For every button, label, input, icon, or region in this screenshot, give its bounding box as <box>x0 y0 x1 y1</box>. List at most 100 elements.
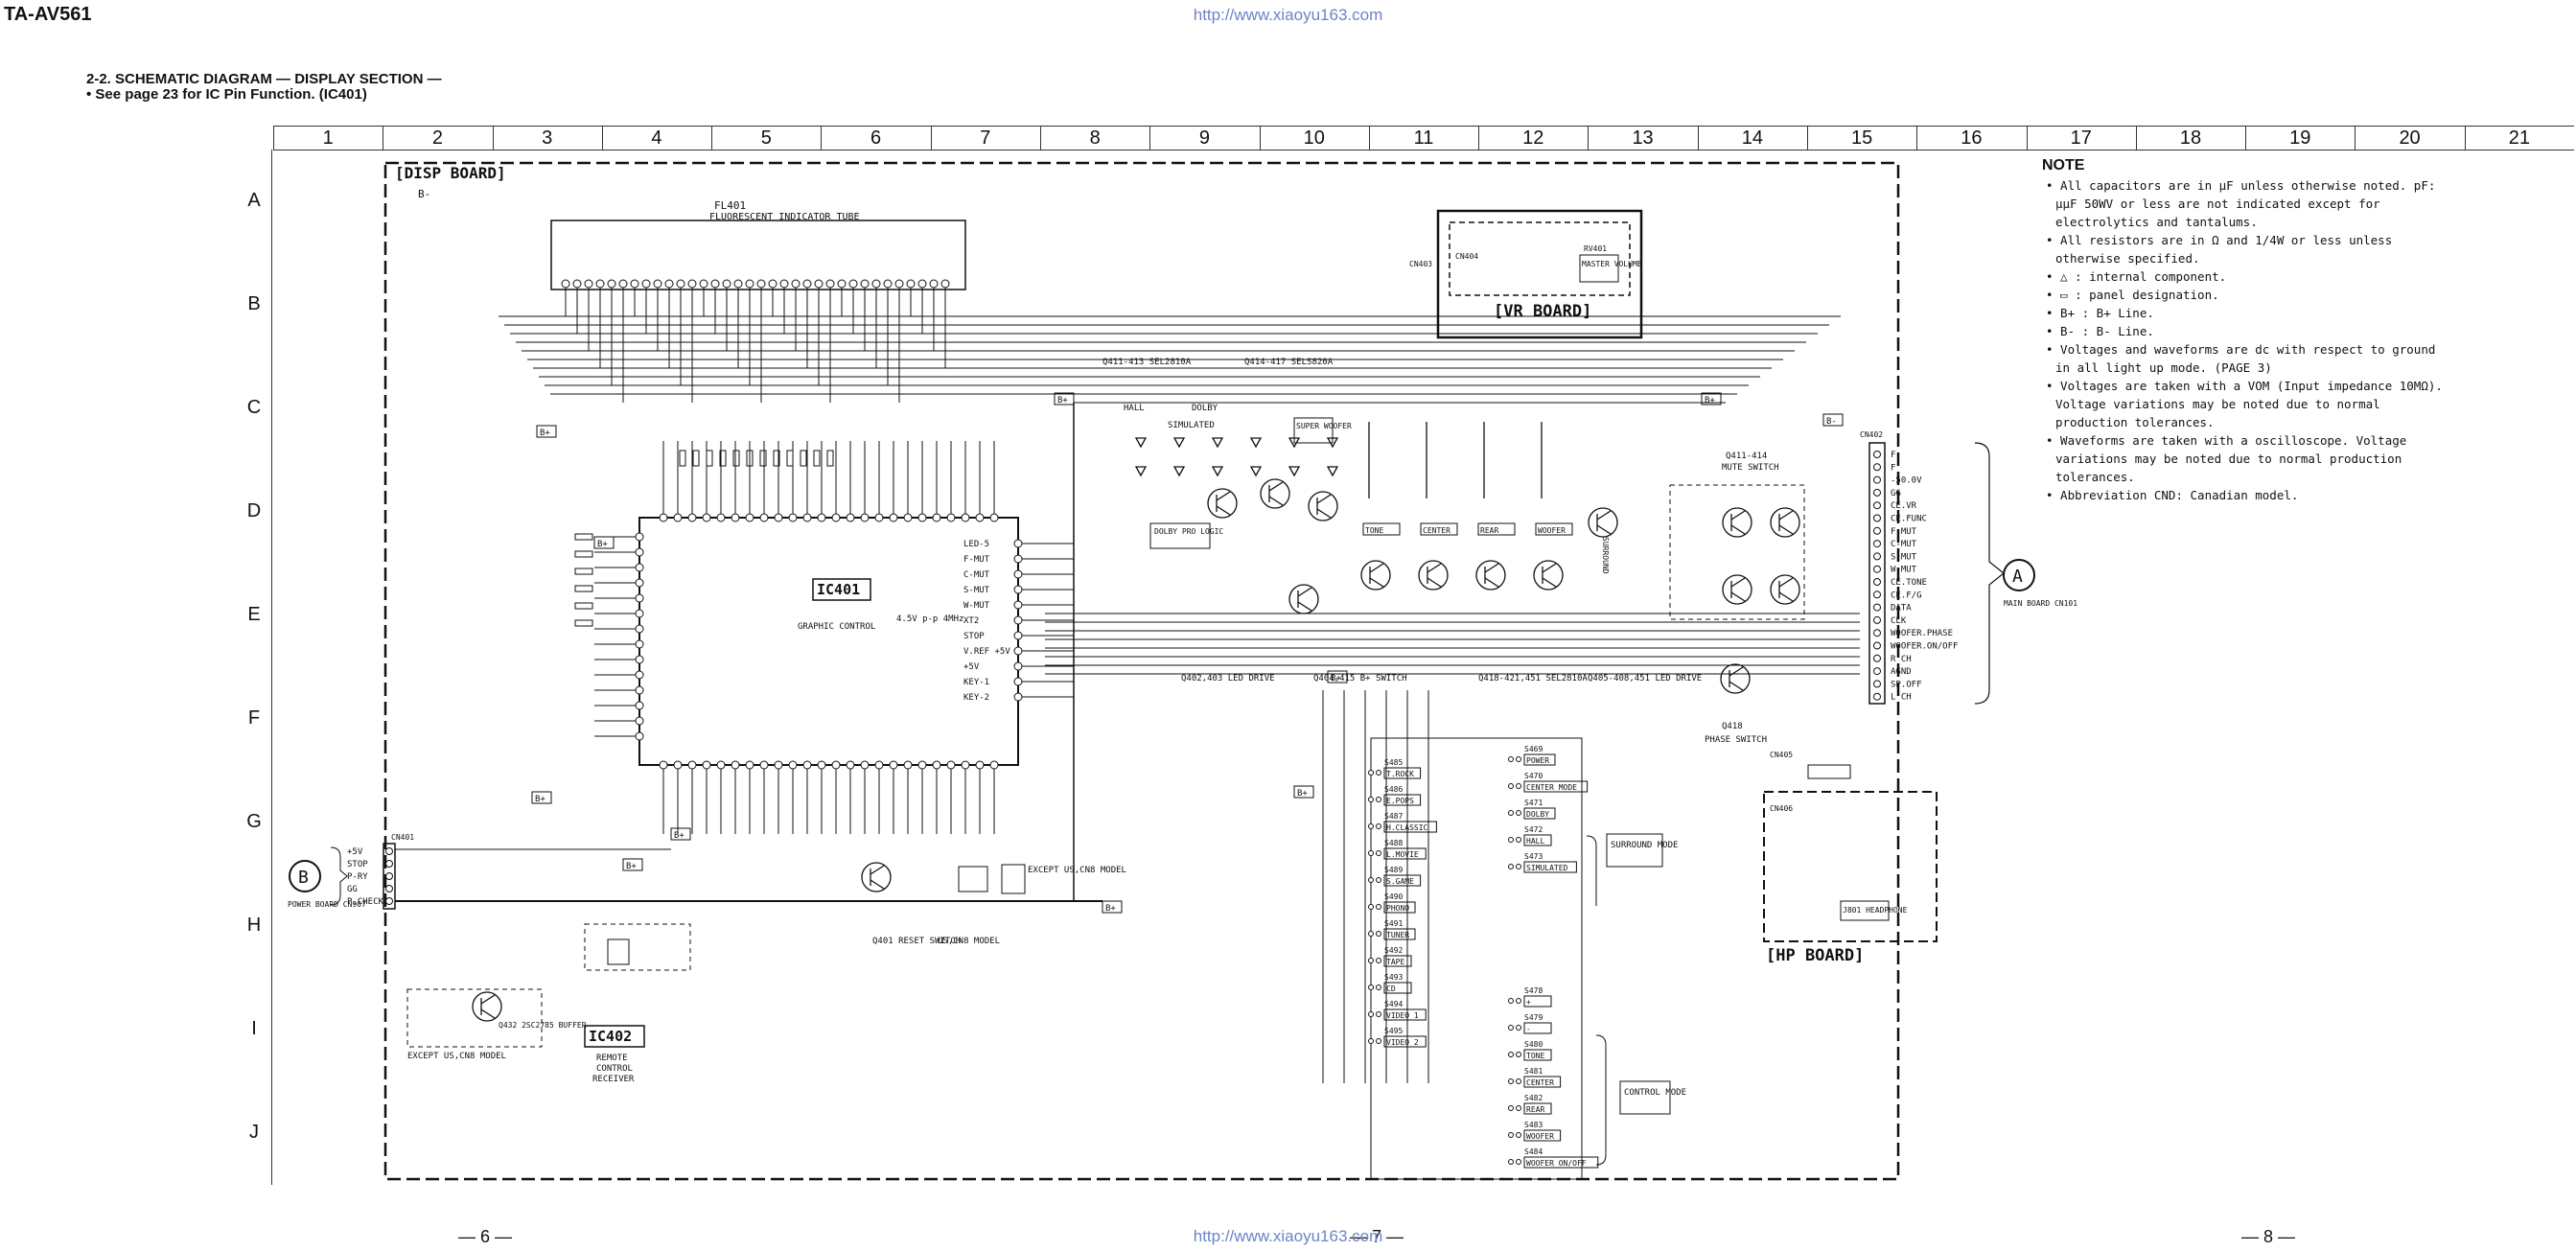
column-number: 13 <box>1632 127 1654 149</box>
switch-label: WOOFER <box>1526 1132 1554 1141</box>
ic401-tag <box>812 578 871 601</box>
cn404-label: CN404 <box>1455 252 1478 261</box>
buffer-label: Q432 2SC2785 BUFFER <box>499 1021 587 1030</box>
ic-pin <box>635 609 644 618</box>
transistor-emitter <box>1778 524 1794 535</box>
watermark-url-bottom[interactable]: http://www.xiaoyu163.com <box>1193 1227 1383 1245</box>
ic-pin <box>903 760 913 770</box>
transistor-collector <box>480 994 496 1005</box>
column-number: 4 <box>651 127 662 149</box>
main-pin-label: WOOFER.ON/OFF <box>1891 642 1958 652</box>
connector-pin <box>385 885 393 892</box>
fl-pin <box>756 279 766 289</box>
row-letter: J <box>249 1122 259 1143</box>
note-item: • All capacitors are in μF unless otherw… <box>2046 178 2436 229</box>
switch-label-box <box>1523 753 1556 766</box>
row-letter: H <box>246 915 262 936</box>
switch-label-box <box>1523 780 1589 793</box>
b-plus-tags: B+B+B+B+B+B+B+B+B+B+B- <box>531 392 1844 914</box>
transistor-emitter <box>1484 577 1499 588</box>
column-number: 5 <box>760 127 772 149</box>
ic-pin <box>716 513 726 522</box>
ic-pin <box>1013 600 1023 610</box>
note-item: • Voltages are taken with a VOM (Input i… <box>2046 379 2443 429</box>
switch-contact <box>1508 1052 1514 1057</box>
connector-pin <box>1873 565 1881 573</box>
switch-label-box <box>1383 928 1416 940</box>
ic-pin-label: KEY-1 <box>963 678 989 687</box>
surround-switch-list: S485T.ROCKS486E.POPSS487H.CLASSICS488L.M… <box>1368 758 1437 1048</box>
switch-label-box <box>1523 1129 1562 1142</box>
switch-ref: S478 <box>1524 986 1543 995</box>
resistor <box>759 450 767 467</box>
column-divider <box>273 127 274 150</box>
cn402-label: CN402 <box>1860 430 1883 439</box>
ic-pin <box>932 513 941 522</box>
switch-ref: S492 <box>1384 946 1403 955</box>
led-diode <box>1134 437 1148 449</box>
ic401-top-pins <box>659 441 999 522</box>
main-pin-label: S-MUT <box>1891 552 1917 562</box>
resistor <box>574 602 593 610</box>
ic-pin-label: KEY-2 <box>963 693 989 703</box>
switch-label: CENTER MODE <box>1526 783 1577 792</box>
ic-pin <box>932 760 941 770</box>
ic-pin <box>1013 569 1023 579</box>
switch-contact <box>1368 985 1374 990</box>
watermark-url-top[interactable]: http://www.xiaoyu163.com <box>1193 6 1383 24</box>
vr-board-title: [VR BOARD] <box>1494 302 1591 321</box>
super-woofer-box <box>1293 417 1334 444</box>
ic-pin <box>975 760 985 770</box>
switch-label: PHONO <box>1386 904 1409 913</box>
ic402-desc3: RECEIVER <box>592 1075 635 1084</box>
main-pin-label: W-MUT <box>1891 566 1917 575</box>
page-number-center: — 7 — <box>1350 1227 1404 1246</box>
note-item: • Voltages and waveforms are dc with res… <box>2046 342 2436 375</box>
row-letter: A <box>247 190 261 211</box>
switch-contact <box>1508 756 1514 762</box>
ic-pin <box>846 513 855 522</box>
ic402-body <box>607 938 630 965</box>
fl-pin <box>779 279 789 289</box>
column-divider <box>2355 127 2356 150</box>
fl-pin <box>607 279 616 289</box>
main-pin-label: CE.VR <box>1891 501 1917 511</box>
main-pin-label: C-MUT <box>1891 540 1917 549</box>
transistor-collector <box>1427 563 1442 573</box>
fl-pin <box>699 279 708 289</box>
main-brace <box>1974 442 2005 705</box>
switch-label-box <box>1383 847 1427 860</box>
ic-pin <box>759 513 769 522</box>
switch-ref: S483 <box>1524 1121 1543 1129</box>
transistor-emitter <box>1730 591 1746 602</box>
led-drive-1: Q402,403 LED DRIVE <box>1181 674 1275 683</box>
switch-label: TONE <box>1526 1052 1544 1060</box>
main-pin-label: CE.FUNC <box>1891 515 1927 524</box>
transistor-emitter <box>1427 577 1442 588</box>
notes-heading: NOTE <box>2042 157 2085 174</box>
fl-pin <box>837 279 847 289</box>
column-divider <box>1478 127 1480 150</box>
transistor <box>1207 488 1238 519</box>
resistor <box>574 568 593 575</box>
switch-label: S.GAME <box>1386 877 1414 886</box>
b-minus-tag-box <box>1822 413 1844 427</box>
led-diode <box>1249 466 1263 477</box>
switch-label: T.ROCK <box>1386 770 1414 778</box>
cn406-label: CN406 <box>1770 804 1793 813</box>
bminus-tag-a1: B- <box>418 188 430 200</box>
transistor-emitter <box>1542 577 1557 588</box>
switch-label-box <box>1383 767 1422 779</box>
connector-pin <box>1873 591 1881 599</box>
ic-pin-label: C-MUT <box>963 570 990 580</box>
switch-contact <box>1508 1132 1514 1138</box>
cn402-connector <box>1868 442 1886 705</box>
transistor <box>1533 560 1564 591</box>
b-plus-tag-box <box>593 536 615 549</box>
ic-pin-label: XT2 <box>963 616 979 626</box>
ic-pin <box>961 760 970 770</box>
switch-contact <box>1508 1159 1514 1165</box>
column-divider <box>2245 127 2247 150</box>
